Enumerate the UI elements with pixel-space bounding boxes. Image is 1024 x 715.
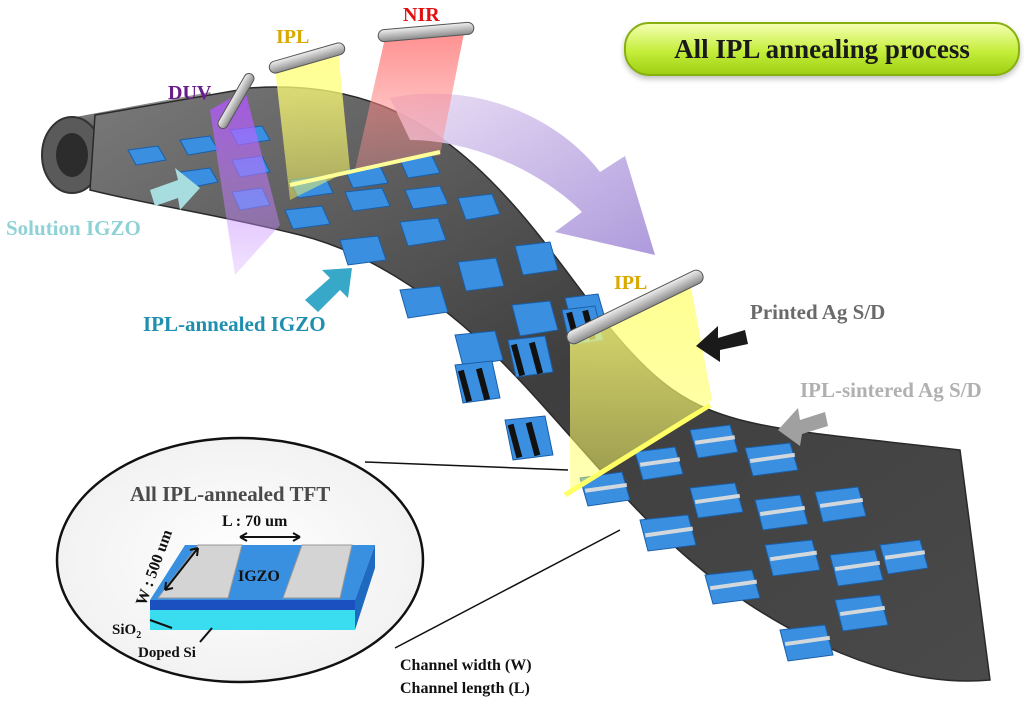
sio2-label: SiO2 [112, 622, 141, 641]
channel-width-legend: Channel width (W) [400, 657, 532, 674]
glow-line-top [289, 150, 441, 187]
lamp-fixtures [217, 21, 704, 345]
sio2-subscript: 2 [136, 630, 142, 641]
ipl-right-label: IPL [614, 272, 648, 294]
printed-ag-label: Printed Ag S/D [750, 300, 886, 324]
nir-label: NIR [403, 4, 440, 26]
inset-leader-bottom [394, 529, 621, 649]
ipl-sintered-arrow [778, 408, 828, 446]
dimension-arrows [149, 532, 301, 643]
duv-label: DUV [168, 82, 212, 104]
channel-length-legend: Channel length (L) [400, 680, 530, 697]
ipl-sintered-ag-label: IPL-sintered Ag S/D [800, 378, 982, 402]
ipl-annealed-arrow [305, 268, 352, 312]
glow-line-right [563, 402, 712, 498]
sio2-text: SiO [112, 622, 137, 638]
process-direction-arrow [390, 93, 655, 255]
ipl-annealed-igzo-label: IPL-annealed IGZO [143, 312, 326, 336]
printed-ag-arrow [696, 326, 748, 362]
ipl-top-label: IPL [276, 26, 310, 48]
length-label: L : 70 um [222, 513, 288, 530]
solution-igzo-label: Solution IGZO [6, 216, 141, 240]
title-banner: All IPL annealing process [624, 22, 1020, 76]
ipl-beam-top [275, 50, 350, 200]
doped-si-label: Doped Si [138, 645, 196, 661]
inset-title: All IPL-annealed TFT [130, 482, 331, 506]
igzo-channel-label: IGZO [238, 568, 280, 585]
inset-leader-top [364, 461, 569, 471]
ipl-beam-right [570, 282, 712, 495]
tft-cross-section [150, 544, 375, 630]
solution-igzo-arrow [150, 168, 200, 210]
nir-beam [355, 28, 465, 170]
duv-beam [210, 90, 280, 275]
